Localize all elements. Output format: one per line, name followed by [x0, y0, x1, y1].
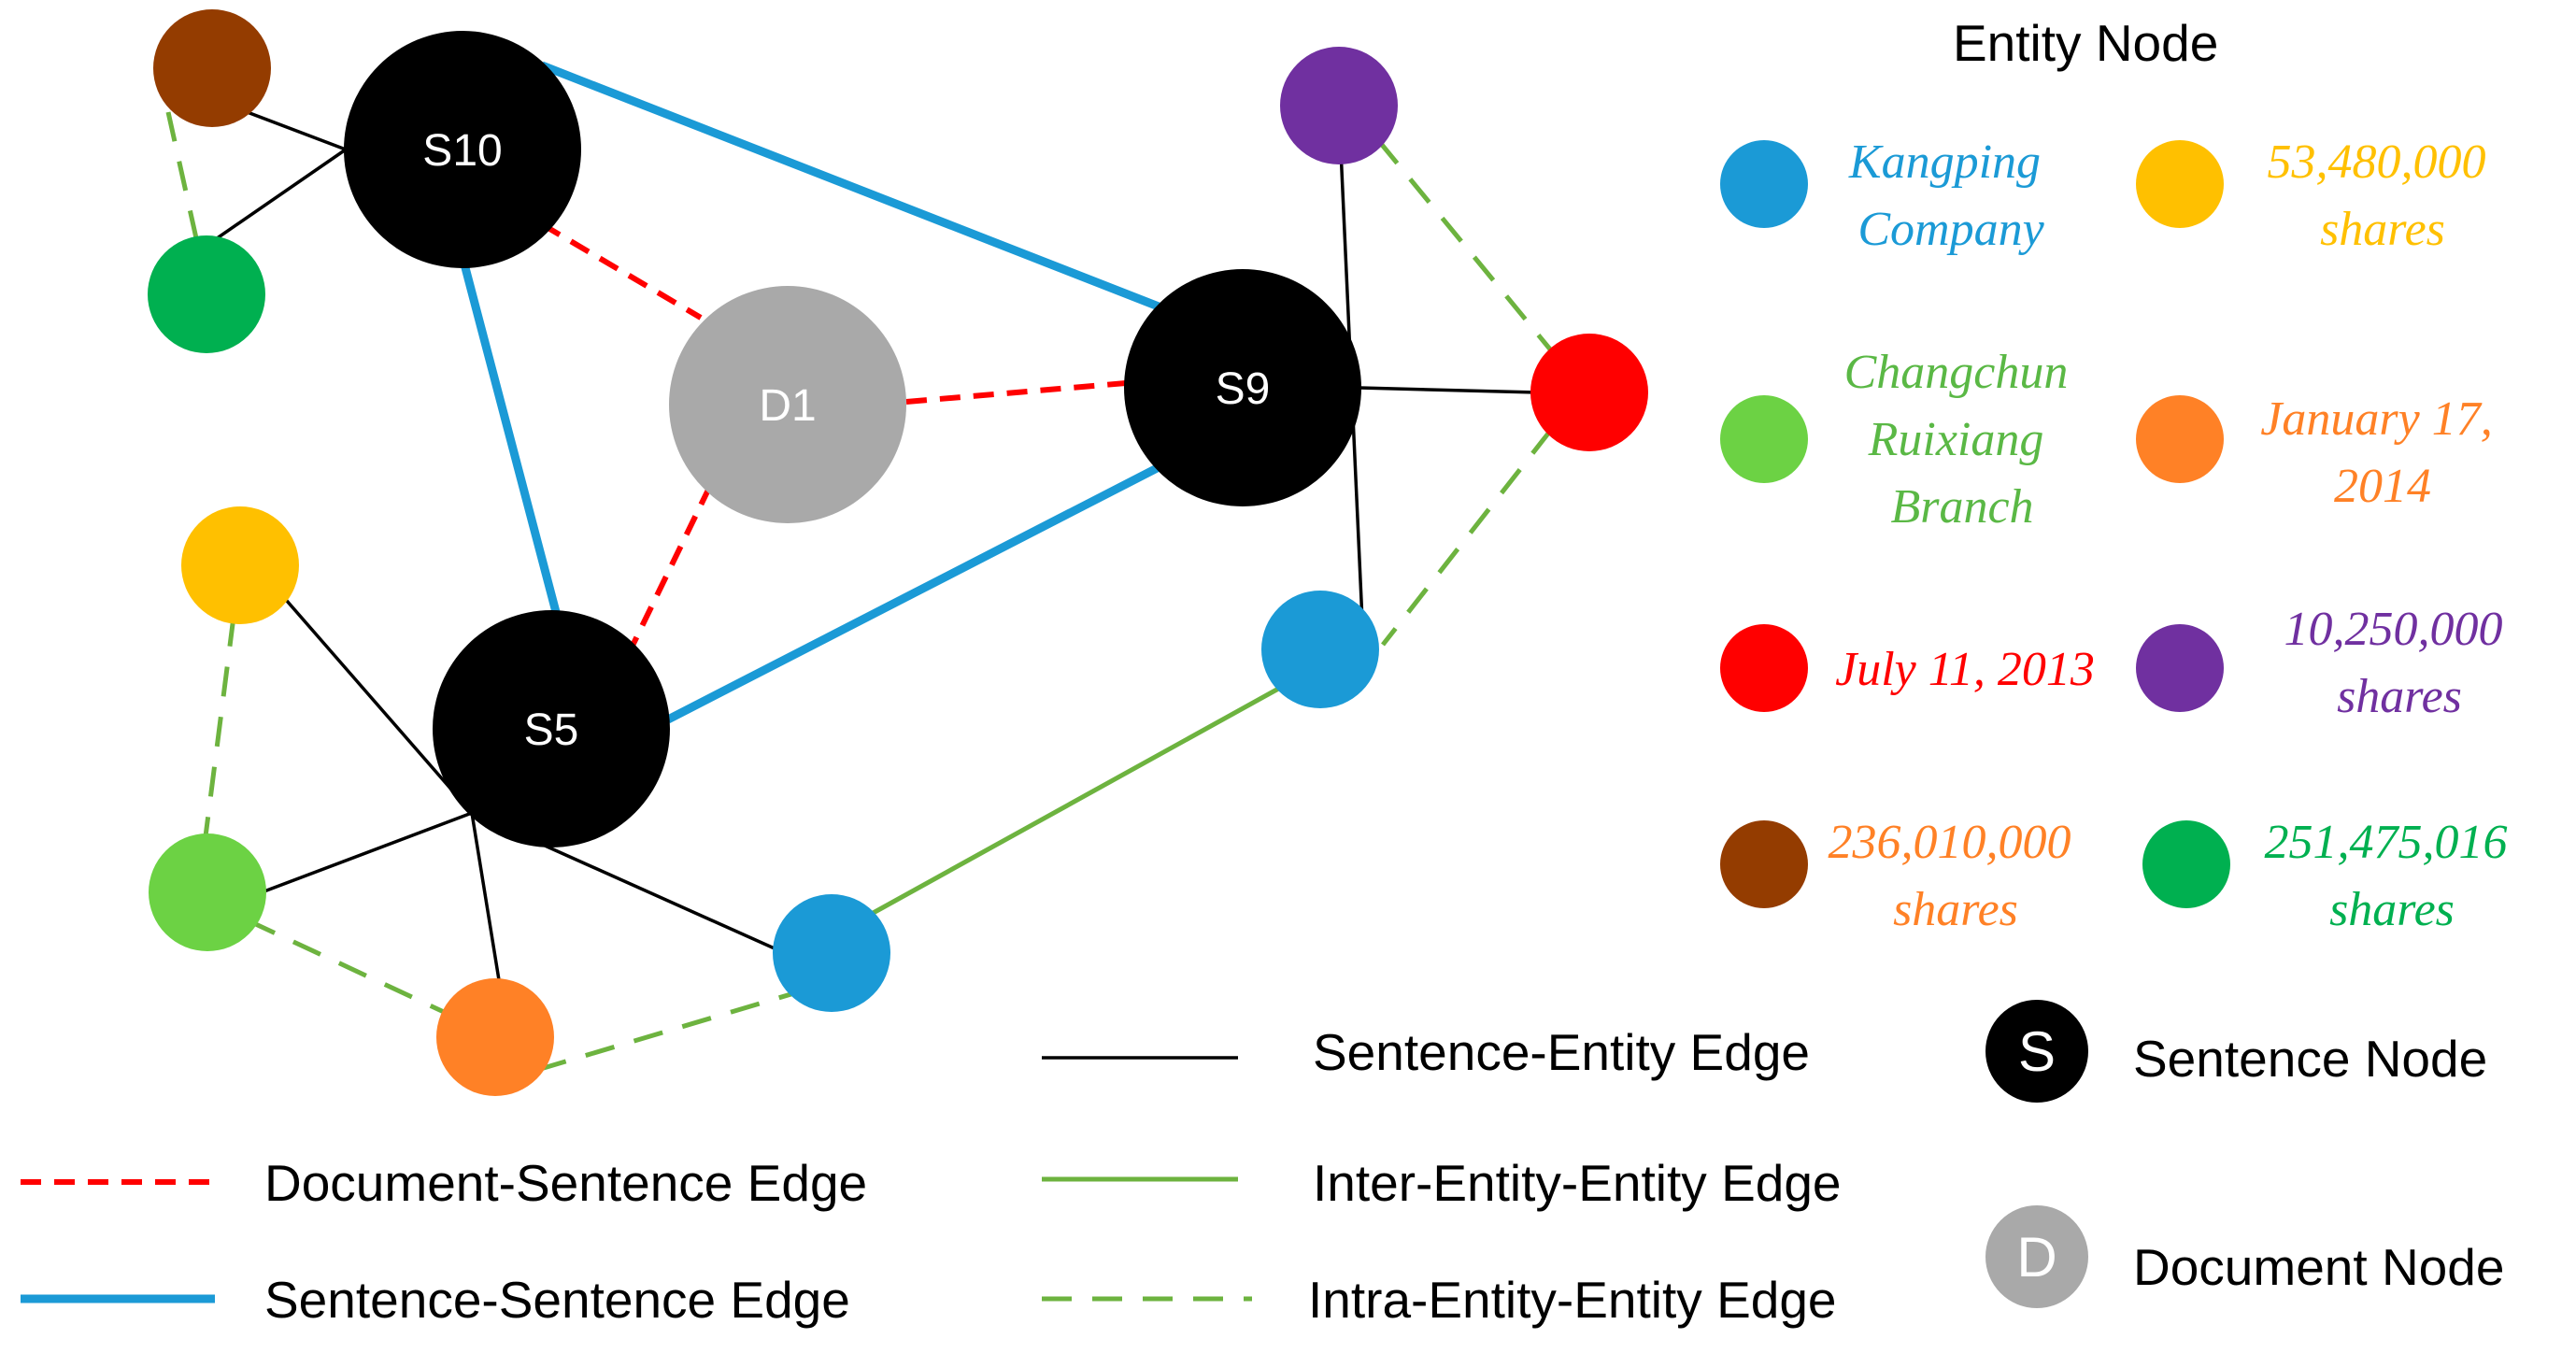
edge-d1-s9 [905, 380, 1127, 405]
legend-text-changchun: Changchun Ruixiang Branch [1844, 346, 2081, 534]
edge-blue-blue [858, 675, 1301, 923]
legend-text-kangping-line2: Company [1857, 203, 2044, 256]
legend-text-july: July 11, 2013 [1835, 643, 2095, 696]
legend-sentence-node-label: Sentence Node [2133, 1030, 2487, 1088]
entity-node-green [148, 235, 265, 353]
edge-orange-blue [536, 988, 804, 1073]
legend-text-brown: 236,010,000 shares [1829, 816, 2084, 936]
legend-text-yellow-line2: shares [2320, 203, 2445, 256]
legend-text-purple: 10,250,000 shares [2284, 603, 2515, 723]
legend-swatch-green [2142, 820, 2230, 908]
legend-swatch-changchun [1720, 395, 1808, 483]
document-node-d1 [669, 286, 906, 523]
legend-text-january-line2: 2014 [2334, 460, 2431, 513]
entity-node-lightgreen [149, 833, 266, 951]
legend-sentence-node-swatch [1985, 1000, 2088, 1103]
entity-legend-title: Entity Node [1953, 14, 2218, 72]
legend-text-kangping-line1: Kangping [1848, 135, 2041, 189]
entity-legend: Entity Node Kangping Company 53,480,000 … [1720, 14, 2520, 936]
legend-inter-entity-label: Inter-Entity-Entity Edge [1313, 1154, 1842, 1212]
entity-node-yellow [181, 506, 299, 624]
edge-s9-red [1359, 386, 1538, 394]
legend-text-green-line2: shares [2329, 883, 2455, 936]
sentence-node-s5-label: S5 [524, 705, 579, 755]
legend-document-node-glyph: D [2016, 1226, 2057, 1289]
edges [165, 61, 1553, 1073]
entity-node-blue-bottom [773, 894, 890, 1012]
legend-text-brown-line1: 236,010,000 [1829, 816, 2071, 869]
entity-node-red [1530, 334, 1648, 451]
entity-node-orange [436, 978, 554, 1096]
legend-swatch-yellow [2136, 140, 2224, 228]
entity-node-brown [153, 9, 271, 127]
legend-swatch-kangping [1720, 140, 1808, 228]
legend-swatch-brown [1720, 820, 1808, 908]
legend-document-node-label: Document Node [2133, 1238, 2504, 1296]
edge-type-legend: Document-Sentence Edge Sentence-Sentence… [21, 1023, 1842, 1329]
legend-text-brown-line2: shares [1893, 883, 2018, 936]
legend-sentence-entity-label: Sentence-Entity Edge [1313, 1023, 1810, 1081]
legend-text-purple-line2: shares [2337, 670, 2462, 723]
edge-s5-s9 [665, 458, 1171, 724]
legend-sentence-node-glyph: S [2018, 1020, 2056, 1083]
legend-swatch-purple [2136, 624, 2224, 712]
sentence-node-s5 [433, 610, 670, 847]
legend-text-kangping: Kangping Company [1848, 135, 2053, 256]
legend-text-january-line1: January 17, [2260, 392, 2492, 446]
entity-node-blue-right [1261, 591, 1379, 708]
edge-red-blue [1381, 428, 1553, 647]
legend-document-sentence-label: Document-Sentence Edge [264, 1154, 867, 1212]
legend-text-changchun-line1: Changchun [1844, 346, 2069, 399]
edge-s10-s9 [540, 61, 1165, 313]
legend-text-january: January 17, 2014 [2260, 392, 2504, 513]
legend-text-changchun-line3: Branch [1890, 480, 2033, 534]
legend-swatch-orange [2136, 395, 2224, 483]
edge-s10-s5 [458, 255, 561, 614]
edge-s5-lightgreen [261, 811, 473, 894]
entity-node-purple [1280, 47, 1398, 164]
legend-text-green-line1: 251,475,016 [2265, 816, 2508, 869]
legend-document-node-swatch [1985, 1205, 2088, 1308]
nodes: D1 S10 S9 S5 [148, 9, 1648, 1096]
node-type-legend: S Sentence Node D Document Node [1985, 1000, 2504, 1308]
legend-text-purple-line1: 10,250,000 [2284, 603, 2503, 656]
edge-s5-orange [470, 812, 502, 987]
edge-s5-yellow [278, 591, 474, 815]
sentence-node-s10-label: S10 [422, 126, 502, 176]
edge-d1-s5 [628, 484, 713, 651]
legend-swatch-july [1720, 624, 1808, 712]
edge-lightgreen-orange [246, 918, 460, 1021]
edge-yellow-lightgreen [203, 616, 236, 837]
sentence-node-s10 [344, 31, 581, 268]
edge-s10-green [209, 148, 347, 245]
legend-text-green: 251,475,016 shares [2265, 816, 2520, 936]
legend-text-yellow: 53,480,000 shares [2268, 135, 2498, 256]
legend-sentence-sentence-label: Sentence-Sentence Edge [264, 1271, 850, 1329]
sentence-node-s9-label: S9 [1216, 364, 1271, 414]
edge-d1-s10 [540, 221, 703, 320]
sentence-node-s9 [1124, 269, 1361, 506]
legend-text-yellow-line1: 53,480,000 [2268, 135, 2486, 189]
legend-intra-entity-label: Intra-Entity-Entity Edge [1308, 1271, 1837, 1329]
edge-purple-red [1376, 138, 1553, 352]
document-node-d1-label: D1 [759, 381, 816, 431]
edge-brown-green [165, 111, 199, 239]
legend-text-changchun-line2: Ruixiang [1868, 413, 2044, 466]
